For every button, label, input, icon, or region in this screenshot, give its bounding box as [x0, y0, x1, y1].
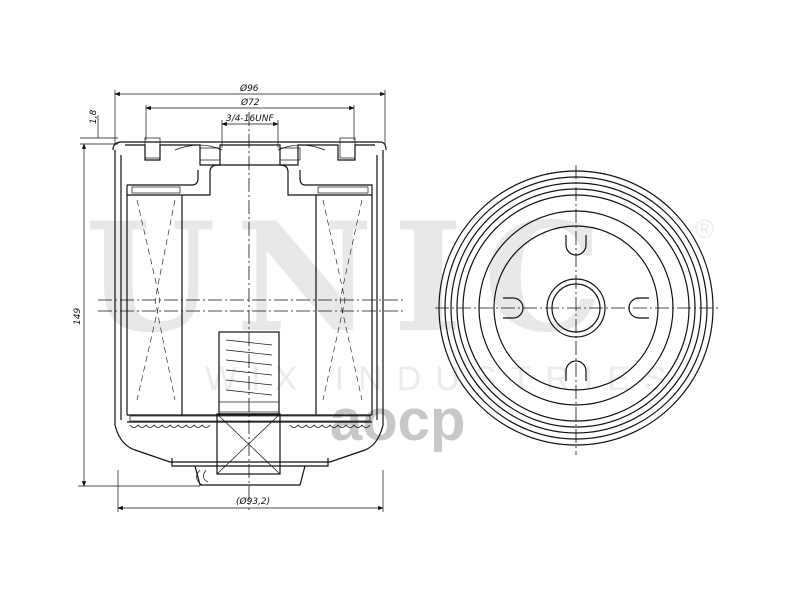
watermark-subtitle: WIX INDUSTRIES: [205, 360, 681, 398]
section-view: Ø96 Ø72 3/4-16UNF 1,8 149 (Ø93,2): [73, 83, 405, 512]
dim-outer-diameter: Ø96: [239, 83, 259, 94]
end-view: [435, 165, 720, 455]
dim-height: 149: [73, 308, 83, 325]
dim-thread: 3/4-16UNF: [226, 114, 275, 124]
dim-body-diameter: (Ø93,2): [236, 496, 270, 507]
dim-gasket-diameter: Ø72: [240, 97, 260, 108]
watermark-registered: ®: [695, 214, 714, 244]
watermark-site: aocp: [330, 388, 465, 453]
watermark-brand: UNIC: [85, 190, 622, 366]
watermark: UNIC ® WIX INDUSTRIES aocp: [85, 190, 714, 453]
dim-gasket-height: 1,8: [89, 109, 99, 124]
